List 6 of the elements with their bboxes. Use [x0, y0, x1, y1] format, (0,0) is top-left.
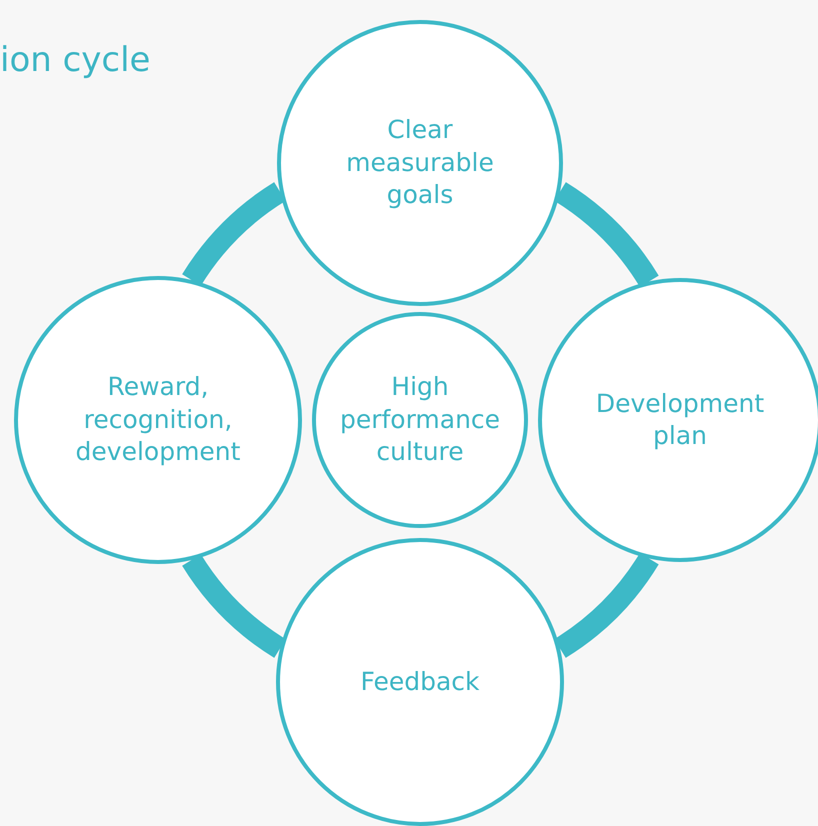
title: ion cycle	[0, 40, 150, 80]
circle-label: Feedback	[359, 666, 481, 698]
circle-label: Development plan	[594, 388, 766, 452]
circle-label: High performance culture	[338, 371, 502, 468]
circle-label: Reward, recognition, development	[74, 371, 242, 468]
circle-label: Clear measurable goals	[345, 114, 495, 212]
